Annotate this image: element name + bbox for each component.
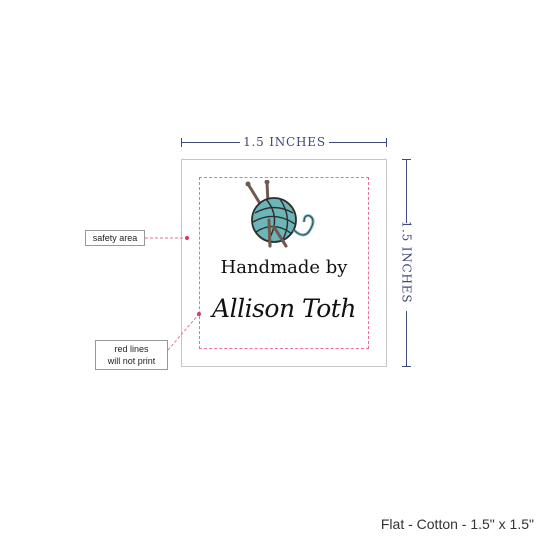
safety-area-callout: safety area xyxy=(85,230,145,246)
width-dimension-label: 1.5 INCHES xyxy=(243,135,326,149)
height-dimension-line-top xyxy=(406,159,407,223)
width-dimension-right-tick xyxy=(386,138,387,147)
height-dimension-line-bottom xyxy=(406,311,407,366)
label-maker-name: Allison Toth xyxy=(212,294,356,323)
red-lines-callout-line2: will not print xyxy=(107,356,156,366)
label-tagline: Handmade by xyxy=(220,257,348,278)
product-caption: Flat - Cotton - 1.5" x 1.5" xyxy=(380,516,534,532)
label-card xyxy=(181,159,387,367)
red-lines-callout-line1: red lines xyxy=(114,344,149,354)
safety-area-leader-line xyxy=(145,236,189,240)
height-dimension-bottom-tick xyxy=(402,366,411,367)
width-dimension-line-left xyxy=(181,142,240,143)
safety-area-boundary xyxy=(199,177,369,349)
width-dimension-line-right xyxy=(329,142,386,143)
red-lines-callout: red lines will not print xyxy=(95,340,168,370)
yarn-ball-with-knitting-needles-icon xyxy=(245,180,315,248)
height-dimension-label: 1.5 INCHES xyxy=(399,220,414,304)
red-lines-leader-line xyxy=(168,312,201,351)
